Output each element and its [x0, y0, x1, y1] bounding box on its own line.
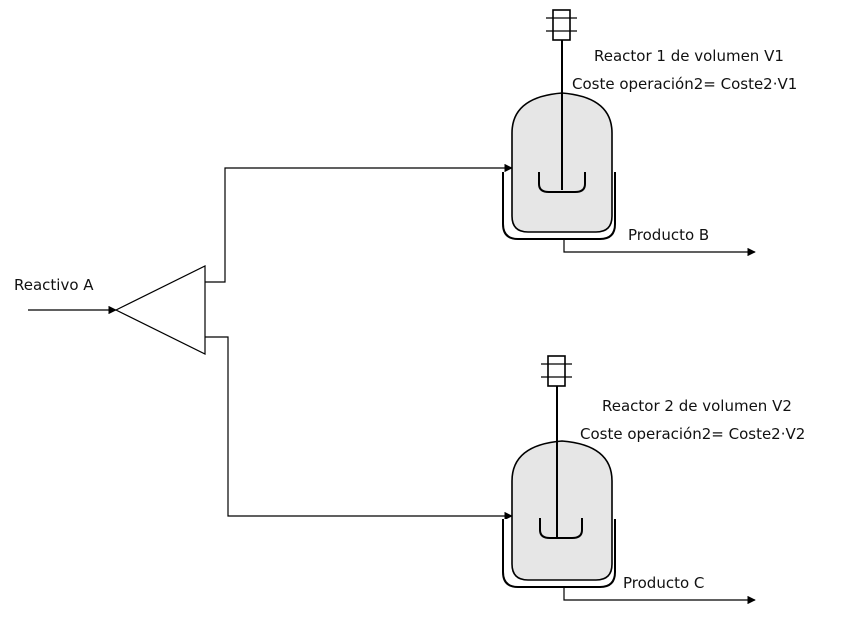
- reactor-2-icon: [502, 355, 616, 588]
- reactor-2-vessel: [511, 440, 613, 581]
- reactor-1-motor-icon: [546, 9, 577, 41]
- producto-c-label: Producto C: [623, 574, 704, 592]
- producto-b-stream: [563, 239, 756, 257]
- reactivo-a-label: Reactivo A: [14, 276, 94, 294]
- reactor-1-icon: [502, 9, 616, 240]
- splitter-icon: [114, 265, 206, 355]
- reactor-1-impeller-icon: [538, 172, 586, 193]
- reactor-1-cost-label: Coste operación2= Coste2·V1: [572, 75, 797, 93]
- reactor-2-motor-icon: [541, 355, 572, 387]
- reactor-1-title: Reactor 1 de volumen V1: [594, 47, 784, 65]
- producto-b-label: Producto B: [628, 226, 709, 244]
- reactor-2-impeller-icon: [539, 518, 583, 539]
- producto-c-stream: [563, 587, 756, 605]
- reactor-2-title: Reactor 2 de volumen V2: [602, 397, 792, 415]
- stream-to-reactor-1: [205, 163, 513, 283]
- stream-to-reactor-2: [205, 336, 513, 521]
- reactor-2-cost-label: Coste operación2= Coste2·V2: [580, 425, 805, 443]
